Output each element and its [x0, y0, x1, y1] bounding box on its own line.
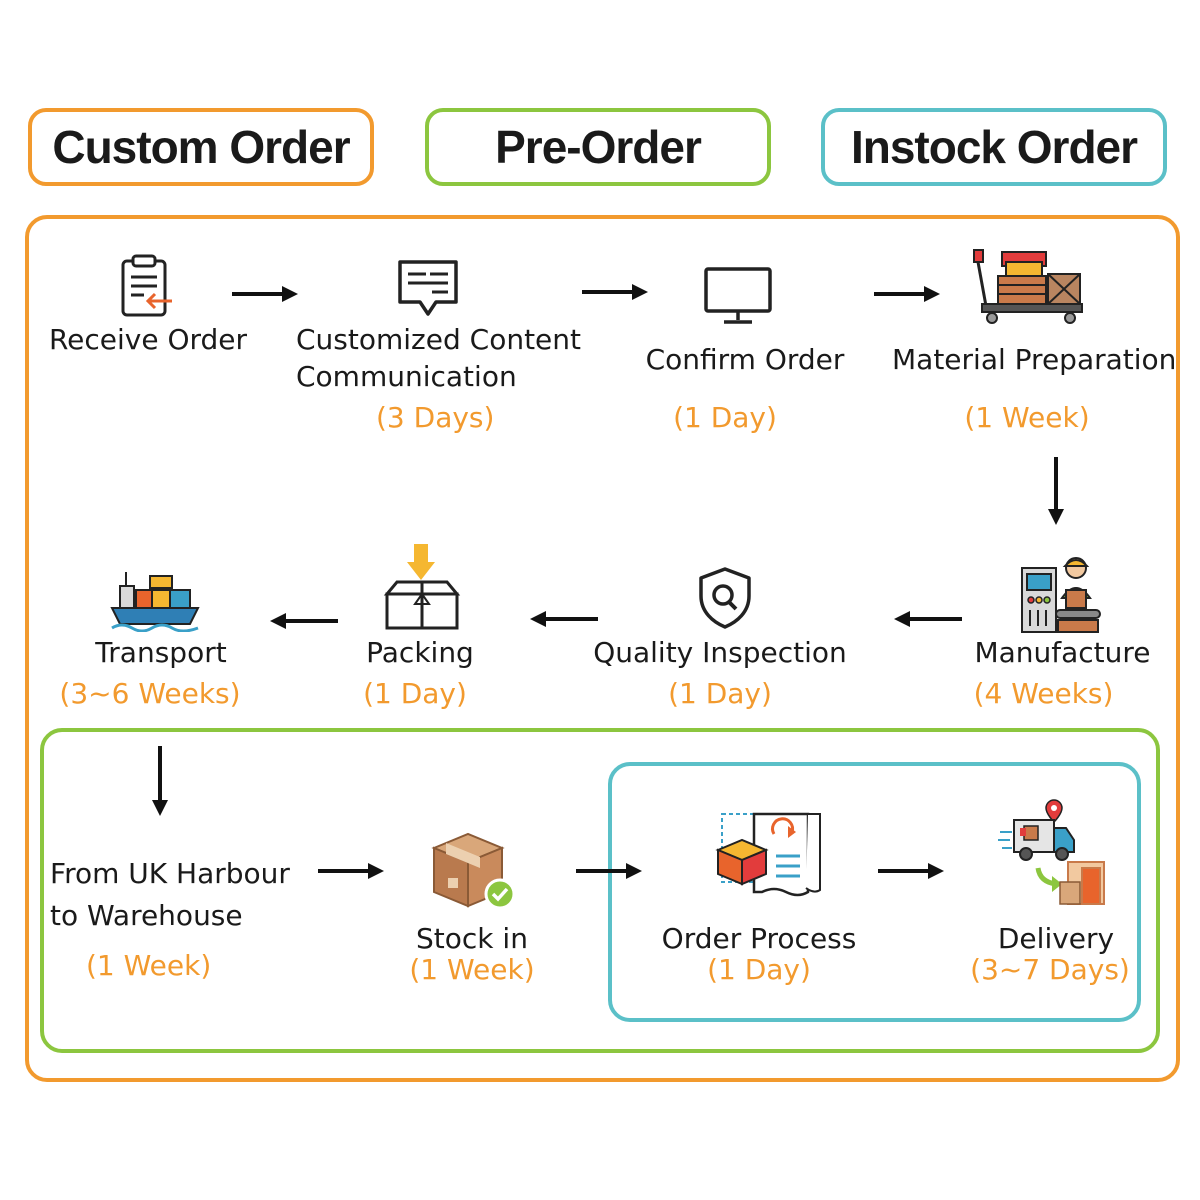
packing-duration: (1 Day): [363, 677, 467, 710]
arrow-packing-to-transport: [270, 613, 338, 629]
step-packing: Packing (1 Day): [340, 634, 500, 712]
customized-duration: (3 Days): [376, 401, 495, 434]
confirm-order-label: Confirm Order: [645, 343, 845, 376]
step-material-preparation: Material Preparation (1 Week): [892, 341, 1177, 436]
transport-duration: (3~6 Weeks): [59, 677, 241, 710]
pre-order-zone: [40, 728, 1160, 1053]
order-process-duration: (1 Day): [707, 953, 811, 986]
cargo-ship-icon: [110, 572, 200, 632]
step-transport: Transport (3~6 Weeks): [50, 634, 270, 712]
order-document-icon: [715, 812, 821, 897]
material-duration: (1 Week): [964, 401, 1090, 434]
delivery-duration: (3~7 Days): [970, 953, 1130, 986]
delivery-truck-icon: [998, 799, 1105, 905]
cardboard-box-check-icon: [431, 832, 516, 910]
legend-instock-order: Instock Order: [821, 108, 1167, 186]
stock-in-label: Stock in: [416, 922, 528, 955]
arrow-confirm-to-material: [874, 286, 940, 302]
arrow-quality-to-packing: [530, 611, 598, 627]
clipboard-icon: [121, 254, 172, 317]
pallet-cart-icon: [973, 249, 1083, 324]
quality-duration: (1 Day): [668, 677, 772, 710]
instock-order-zone: [608, 762, 1141, 1022]
order-process-label: Order Process: [661, 922, 857, 955]
factory-worker-icon: [1021, 557, 1101, 633]
quality-label: Quality Inspection: [593, 636, 847, 669]
step-receive-order: Receive Order: [48, 321, 248, 358]
harbour-label-line2: to Warehouse: [50, 899, 243, 932]
legend-pre-order: Pre-Order: [425, 108, 771, 186]
step-customized-content: Customized Content Communication (3 Days…: [296, 321, 582, 436]
shield-search-icon: [699, 567, 751, 629]
custom-order-zone: [25, 215, 1180, 1082]
arrow-transport-to-harbour: [152, 746, 168, 816]
arrow-harbour-to-stock: [318, 863, 384, 879]
step-confirm-order: Confirm Order (1 Day): [630, 341, 860, 436]
stock-in-duration: (1 Week): [409, 953, 535, 986]
step-quality-inspection: Quality Inspection (1 Day): [588, 634, 852, 712]
step-uk-harbour: From UK Harbour to Warehouse (1 Week): [50, 853, 300, 984]
customized-label-line2: Communication: [296, 360, 517, 393]
arrow-receive-to-customized: [232, 286, 298, 302]
packing-label: Packing: [366, 636, 474, 669]
arrow-manufacture-to-quality: [894, 611, 962, 627]
material-label: Material Preparation: [892, 343, 1177, 376]
customized-label-line1: Customized Content: [296, 323, 582, 356]
legend-pre-label: Pre-Order: [495, 121, 702, 173]
step-manufacture: Manufacture (4 Weeks): [960, 634, 1165, 712]
legend-custom-label: Custom Order: [52, 121, 350, 173]
confirm-order-duration: (1 Day): [673, 401, 777, 434]
transport-label: Transport: [95, 636, 227, 669]
step-stock-in: Stock in (1 Week): [392, 920, 552, 988]
manufacture-label: Manufacture: [974, 636, 1151, 669]
legend-custom-order: Custom Order: [28, 108, 374, 186]
receive-order-label: Receive Order: [48, 323, 248, 356]
box-arrow-icon: [383, 544, 461, 630]
monitor-icon: [704, 267, 772, 324]
arrow-stock-to-process: [576, 863, 642, 879]
harbour-label-line1: From UK Harbour: [50, 857, 290, 890]
legend-instock-label: Instock Order: [850, 121, 1138, 173]
arrow-customized-to-confirm: [582, 284, 648, 300]
harbour-duration: (1 Week): [86, 949, 212, 982]
step-order-process: Order Process (1 Day): [652, 920, 866, 988]
manufacture-duration: (4 Weeks): [973, 677, 1114, 710]
step-delivery: Delivery (3~7 Days): [965, 920, 1135, 988]
chat-message-icon: [398, 260, 458, 316]
delivery-label: Delivery: [997, 922, 1115, 955]
arrow-material-to-manufacture: [1048, 457, 1064, 525]
arrow-process-to-delivery: [878, 863, 944, 879]
